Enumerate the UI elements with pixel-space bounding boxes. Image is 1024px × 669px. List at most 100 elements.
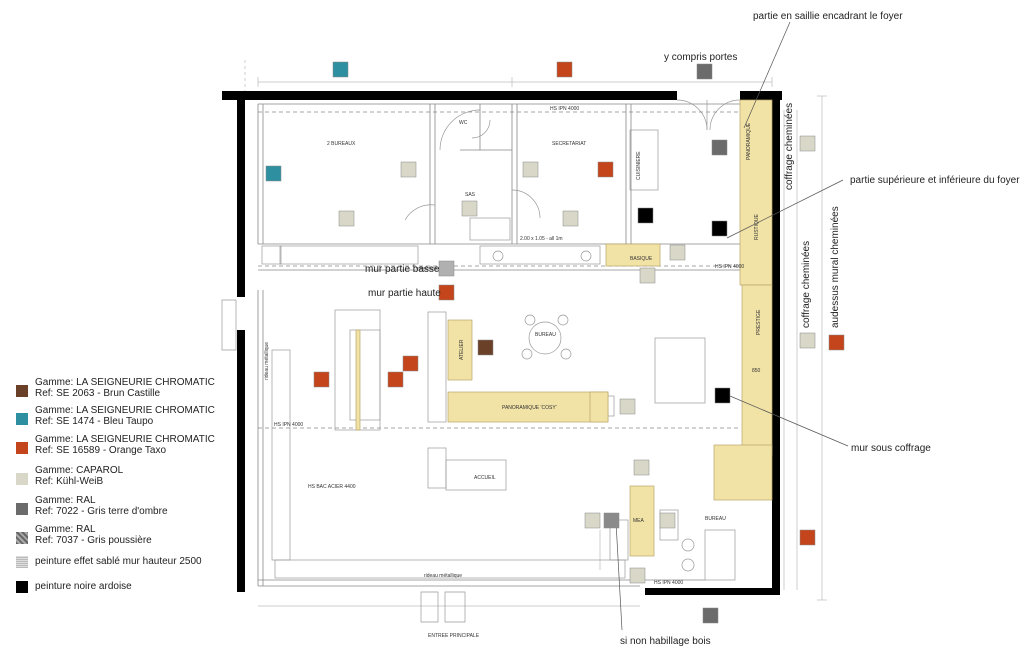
legend-range: Gamme: LA SEIGNEURIE CHROMATIC bbox=[35, 405, 215, 416]
legend-item: Gamme: RAL Ref: 7037 - Gris poussière bbox=[12, 524, 212, 554]
swatch-marker bbox=[659, 512, 676, 529]
note-rideau-bottom: rideau métallique bbox=[424, 573, 462, 579]
legend-ref: Ref: SE 2063 - Brun Castille bbox=[35, 388, 161, 399]
note-rideau-left: rideau métallique bbox=[264, 342, 270, 380]
legend-item: peinture effet sablé mur hauteur 2500 bbox=[12, 553, 212, 573]
brown-swatch-icon bbox=[16, 385, 28, 397]
legend-range: Gamme: LA SEIGNEURIE CHROMATIC bbox=[35, 434, 215, 445]
legend-ref: Ref: SE 16589 - Orange Taxo bbox=[35, 445, 167, 456]
furniture bbox=[261, 129, 736, 581]
callout-coffrage-2: coffrage cheminées bbox=[801, 240, 812, 328]
legend-range: Gamme: LA SEIGNEURIE CHROMATIC bbox=[35, 377, 215, 388]
swatch-marker bbox=[619, 398, 636, 415]
callout-coffrage-1: coffrage cheminées bbox=[784, 102, 795, 190]
swatch-marker bbox=[597, 161, 614, 178]
swatch-marker bbox=[584, 512, 601, 529]
swatch-marker bbox=[711, 220, 728, 237]
swatch-marker bbox=[438, 260, 455, 277]
callout-foyer: partie supérieure et inférieure du foyer bbox=[850, 175, 1020, 186]
legend-item: peinture noire ardoise bbox=[12, 578, 212, 598]
room-label-accueil: ACCUEIL bbox=[474, 475, 496, 481]
callout-saillie: partie en saillie encadrant le foyer bbox=[753, 11, 903, 22]
swatch-marker bbox=[714, 387, 731, 404]
orange-swatch-icon bbox=[16, 442, 28, 454]
note-hs-ipn-top: HS IPN 4000 bbox=[550, 106, 579, 112]
legend-range: peinture effet sablé mur hauteur 2500 bbox=[35, 556, 202, 567]
note-hs-bac: HS BAC ACIER 4400 bbox=[308, 484, 356, 490]
note-cuisiniere: CUISINIERE bbox=[636, 151, 642, 180]
swatch-marker bbox=[799, 135, 816, 152]
legend-item: Gamme: RAL Ref: 7022 - Gris terre d'ombr… bbox=[12, 495, 212, 525]
swatch-marker bbox=[562, 210, 579, 227]
room-label-wc: WC bbox=[459, 120, 468, 126]
callout-mur-basse: mur partie basse bbox=[365, 264, 440, 275]
legend-ref: Ref: 7037 - Gris poussière bbox=[35, 535, 152, 546]
note-hs-ipn-left: HS IPN 4000 bbox=[274, 422, 303, 428]
swatch-marker bbox=[438, 284, 455, 301]
outer-walls bbox=[222, 91, 782, 595]
swatch-marker bbox=[702, 607, 719, 624]
swatch-marker bbox=[637, 207, 654, 224]
swatch-marker bbox=[400, 161, 417, 178]
interior-walls bbox=[257, 103, 740, 587]
doors bbox=[221, 99, 741, 623]
legend-range: Gamme: RAL bbox=[35, 495, 96, 506]
room-label-bureaux: 2 BUREAUX bbox=[327, 141, 356, 147]
legend-item: Gamme: CAPAROL Ref: Kühl-WeiB bbox=[12, 465, 212, 495]
swatch-marker bbox=[332, 61, 349, 78]
swatch-marker bbox=[265, 165, 282, 182]
swatch-marker bbox=[477, 339, 494, 356]
swatch-marker bbox=[799, 529, 816, 546]
swatch-marker bbox=[711, 139, 728, 156]
note-hs-ipn-bottom: HS IPN 4000 bbox=[654, 580, 683, 586]
swatch-marker bbox=[387, 371, 404, 388]
room-label-bureau-right: BUREAU bbox=[705, 516, 726, 522]
swatch-marker bbox=[639, 267, 656, 284]
note-panoramique-2: PANORAMIQUE 'COSY' bbox=[502, 405, 557, 411]
legend-item: Gamme: LA SEIGNEURIE CHROMATIC Ref: SE 2… bbox=[12, 377, 215, 407]
sand-swatch-icon bbox=[16, 556, 28, 568]
room-label-sas: SAS bbox=[465, 192, 476, 198]
plan-labels: 2 BUREAUX WC SAS SECRETARIAT BUREAU ACCU… bbox=[264, 106, 762, 639]
callout-sous-coffrage: mur sous coffrage bbox=[851, 443, 931, 454]
note-rustique: RUSTIQUE bbox=[754, 214, 760, 241]
swatch-marker bbox=[338, 210, 355, 227]
black-swatch-icon bbox=[16, 581, 28, 593]
swatch-marker bbox=[629, 567, 646, 584]
wood-cladding bbox=[355, 99, 773, 557]
note-prestige: PRESTIGE bbox=[756, 309, 762, 335]
swatch-marker bbox=[828, 334, 845, 351]
swatch-marker bbox=[461, 200, 478, 217]
white-swatch-icon bbox=[16, 473, 28, 485]
legend-item: Gamme: LA SEIGNEURIE CHROMATIC Ref: SE 1… bbox=[12, 405, 215, 435]
legend-range: Gamme: RAL bbox=[35, 524, 96, 535]
room-label-bureau: BUREAU bbox=[535, 332, 556, 338]
room-label-secretariat: SECRETARIAT bbox=[552, 141, 586, 147]
plan-swatches bbox=[265, 61, 845, 624]
note-hs-ipn-mid: HS IPN 4000 bbox=[715, 264, 744, 270]
legend-ref: Ref: 7022 - Gris terre d'ombre bbox=[35, 506, 168, 517]
note-dims: 2.00 x 1.05 - all 1m bbox=[520, 236, 563, 242]
note-basique: BASIQUE bbox=[630, 256, 653, 262]
legend-item: Gamme: LA SEIGNEURIE CHROMATIC Ref: SE 1… bbox=[12, 434, 215, 464]
note-ateliers: ATELIER bbox=[459, 339, 465, 360]
legend-range: peinture noire ardoise bbox=[35, 581, 132, 592]
legend-ref: Ref: Kühl-WeiB bbox=[35, 476, 104, 487]
swatch-marker bbox=[669, 244, 686, 261]
callout-mur-haute: mur partie haute bbox=[368, 288, 441, 299]
swatch-marker bbox=[633, 459, 650, 476]
swatch-marker bbox=[696, 63, 713, 80]
dark-grey-swatch-icon bbox=[16, 503, 28, 515]
swatch-marker bbox=[603, 512, 620, 529]
blue-swatch-icon bbox=[16, 413, 28, 425]
leader-lines bbox=[416, 21, 849, 631]
callout-habillage: si non habillage bois bbox=[620, 636, 711, 647]
swatch-marker bbox=[402, 355, 419, 372]
dimension-lines bbox=[244, 60, 827, 607]
callout-audessus: audessus mural cheminées bbox=[830, 206, 841, 328]
room-label-entree: ENTREE PRINCIPALE bbox=[428, 633, 480, 639]
note-panoramique-1: PANORAMIQUE bbox=[746, 122, 752, 160]
swatch-marker bbox=[799, 332, 816, 349]
